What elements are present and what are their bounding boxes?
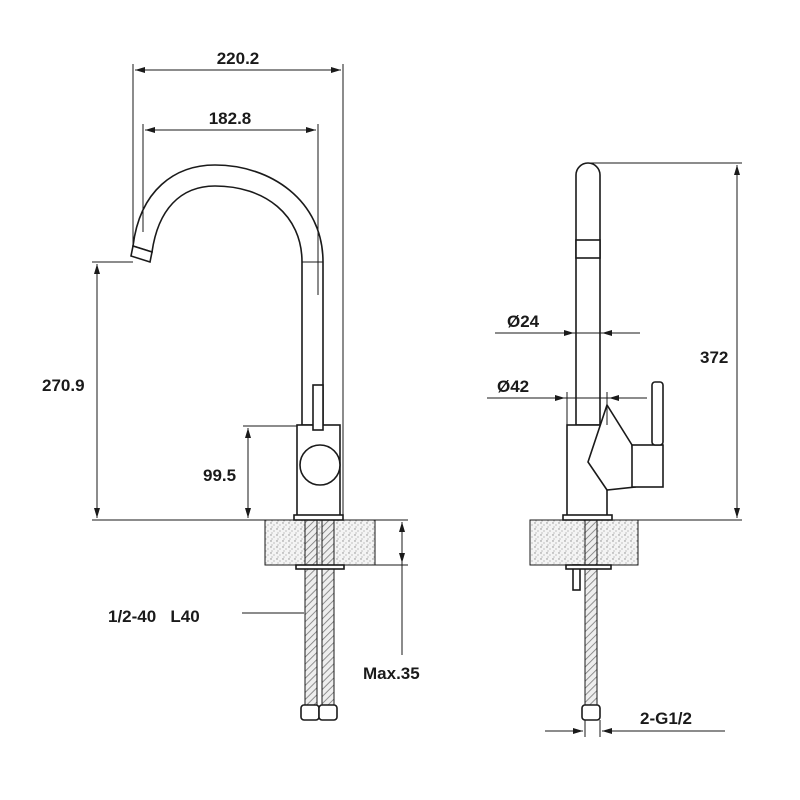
base-ring-side [562,514,613,521]
spout-aerator [130,244,153,264]
dim-spout-height: 270.9 [42,376,85,395]
hose-nut-side [581,704,601,721]
dim-total-height: 372 [700,348,728,367]
dim-spout-reach: 182.8 [209,109,252,128]
hose-nut-right [318,704,338,721]
spout-side [575,162,601,426]
countertop-section [264,519,376,566]
aerator-band [575,239,601,259]
dim-connection: 2-G1/2 [640,709,692,728]
countertop-section-side [529,519,639,566]
gooseneck-spout [132,164,324,426]
base-ring [293,514,344,521]
mounting-plate-side [565,564,612,570]
lever-handle-side [651,381,664,446]
mounting-plate [295,564,345,570]
dim-overall-reach: 220.2 [217,49,260,68]
dim-spout-diameter: Ø24 [507,312,540,331]
hose-left [304,519,318,707]
dim-body-height: 99.5 [203,466,236,485]
lever-block [631,444,664,488]
hose-side [584,519,598,707]
hose-right [321,519,335,707]
hose-nut-left [300,704,320,721]
hose-spec: 1/2-40 L40 [108,607,200,626]
cartridge-knob [299,444,341,486]
dim-counter-thickness: Max.35 [363,664,420,683]
front-view: 220.2 182.8 270.9 99.5 Max.35 1/2-40 L40 [42,49,420,721]
dim-body-diameter: Ø42 [497,377,529,396]
side-view: 372 Ø24 Ø42 2-G1/2 [487,162,742,737]
lever-joint [587,403,636,491]
lever-handle [312,384,324,431]
